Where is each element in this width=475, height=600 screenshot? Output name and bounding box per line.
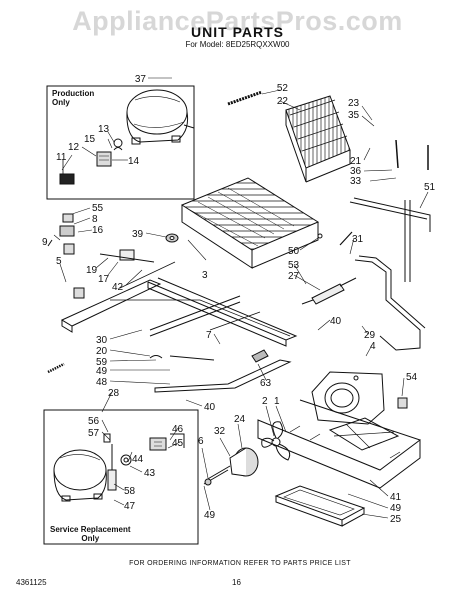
callout-37: 37 <box>135 74 147 85</box>
callout-57: 57 <box>88 428 100 439</box>
leader-lines <box>53 77 429 519</box>
callout-20: 20 <box>96 346 108 357</box>
callout-29: 29 <box>364 330 376 341</box>
service-label-line-2: Only <box>81 534 100 543</box>
callout-49b: 49 <box>204 510 216 521</box>
callout-25: 25 <box>390 514 402 525</box>
callout-2: 2 <box>262 396 268 407</box>
overload-relay-parts <box>59 138 123 185</box>
callout-6: 6 <box>198 436 204 447</box>
fan-blade <box>261 421 291 461</box>
callout-12: 12 <box>68 142 80 153</box>
small-parts-left <box>47 213 163 374</box>
callout-46: 46 <box>172 424 184 435</box>
callout-49c: 49 <box>390 503 402 514</box>
page-title: UNIT PARTS <box>191 24 284 40</box>
callout-48: 48 <box>96 377 108 388</box>
callout-53: 53 <box>288 260 300 271</box>
compressor-production <box>126 89 195 145</box>
callout-27: 27 <box>288 271 300 282</box>
callout-16: 16 <box>92 225 104 236</box>
production-label-line-2: Only <box>52 98 70 107</box>
callout-43: 43 <box>144 468 156 479</box>
callout-54: 54 <box>406 372 418 383</box>
callout-23: 23 <box>348 98 360 109</box>
callout-15: 15 <box>84 134 96 145</box>
drain-pan <box>274 485 366 527</box>
callout-44: 44 <box>132 454 144 465</box>
page-number: 16 <box>232 578 241 587</box>
callout-49a: 49 <box>96 366 108 377</box>
production-box-label: Production Only <box>52 89 94 107</box>
service-label-line-1: Service Replacement <box>50 525 131 534</box>
callout-21: 21 <box>350 156 362 167</box>
callout-63: 63 <box>260 378 272 389</box>
callout-32: 32 <box>214 426 226 437</box>
fan-motor <box>203 447 259 486</box>
callout-14: 14 <box>128 156 140 167</box>
part-rod <box>227 90 263 106</box>
callout-50: 50 <box>288 246 300 257</box>
grommet-part <box>165 233 179 243</box>
callout-55: 55 <box>92 203 104 214</box>
callout-5: 5 <box>56 256 62 267</box>
callout-22: 22 <box>277 96 289 107</box>
production-label-line-1: Production <box>52 89 95 98</box>
model-line: For Model: 8ED25RQXXW00 <box>185 40 290 49</box>
callout-41: 41 <box>390 492 402 503</box>
callout-7: 7 <box>206 330 212 341</box>
condenser-unit <box>285 95 351 183</box>
callout-3: 3 <box>202 270 208 281</box>
base-frame-rails <box>60 261 298 393</box>
base-pan <box>257 397 421 489</box>
evaporator-coil <box>180 177 320 269</box>
callout-59: 59 <box>96 357 108 368</box>
callout-42: 42 <box>112 282 124 293</box>
callout-45: 45 <box>172 438 184 449</box>
callout-24: 24 <box>234 414 246 425</box>
callout-40a: 40 <box>330 316 342 327</box>
callout-58: 58 <box>124 486 136 497</box>
callout-28: 28 <box>108 388 120 399</box>
callout-31: 31 <box>352 234 364 245</box>
callout-36: 36 <box>350 166 362 177</box>
fan-bracket <box>311 371 385 425</box>
callout-30: 30 <box>96 335 108 346</box>
callout-labels: 37 52 22 23 35 13 15 12 14 11 21 36 33 5… <box>42 74 436 525</box>
callout-9: 9 <box>42 237 48 248</box>
compressor-service <box>53 433 185 502</box>
watermark: AppliancePartsPros.com <box>72 6 403 36</box>
callout-56: 56 <box>88 416 100 427</box>
callout-40b: 40 <box>204 402 216 413</box>
production-only-box <box>46 85 195 200</box>
callout-17: 17 <box>98 274 110 285</box>
ordering-note: FOR ORDERING INFORMATION REFER TO PARTS … <box>129 560 351 567</box>
callout-51: 51 <box>424 182 436 193</box>
callout-47: 47 <box>124 501 136 512</box>
callout-35: 35 <box>348 110 360 121</box>
callout-33: 33 <box>350 176 362 187</box>
callout-52: 52 <box>277 83 289 94</box>
document-code: 4361125 <box>16 578 47 587</box>
callout-11: 11 <box>56 152 67 163</box>
tubing-lines <box>317 139 431 351</box>
callout-8: 8 <box>92 214 98 225</box>
service-replacement-box <box>43 409 199 545</box>
part-63-cylinder <box>251 349 269 363</box>
callout-39: 39 <box>132 229 144 240</box>
callout-19: 19 <box>86 265 98 276</box>
service-box-label: Service Replacement Only <box>50 525 131 543</box>
callout-4: 4 <box>370 341 376 352</box>
callout-13: 13 <box>98 124 110 135</box>
callout-1: 1 <box>274 396 280 407</box>
drier-part <box>301 277 357 305</box>
